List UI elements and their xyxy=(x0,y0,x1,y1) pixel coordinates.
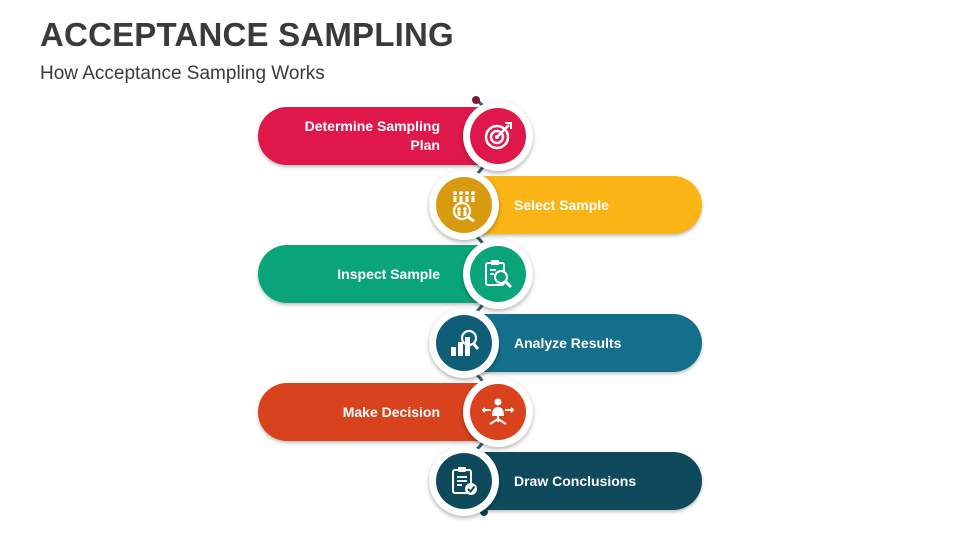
step-pill: Select Sample xyxy=(462,176,702,234)
step-badge xyxy=(429,446,499,516)
step-badge xyxy=(429,308,499,378)
step-badge xyxy=(429,170,499,240)
step-badge xyxy=(463,239,533,309)
step-badge xyxy=(463,377,533,447)
page-subtitle: How Acceptance Sampling Works xyxy=(40,63,325,84)
step-label: Select Sample xyxy=(514,196,609,213)
step-label: Make Decision xyxy=(342,403,440,420)
clipboard-magnifier-icon xyxy=(482,258,514,290)
page-title: ACCEPTANCE SAMPLING xyxy=(40,16,454,53)
step-pill: Make Decision xyxy=(258,383,498,441)
people-search-icon xyxy=(447,188,481,222)
target-icon xyxy=(482,120,514,152)
person-decision-icon xyxy=(482,396,514,428)
step-label: Draw Conclusions xyxy=(514,472,637,489)
step-pill: Analyze Results xyxy=(462,314,702,372)
step-label: Inspect Sample xyxy=(337,265,440,282)
step-pill: Determine Sampling Plan xyxy=(258,107,498,165)
step-badge xyxy=(463,101,533,171)
step-label: Determine Sampling Plan xyxy=(304,118,440,153)
step-pill: Inspect Sample xyxy=(258,245,498,303)
bar-chart-magnifier-icon xyxy=(448,327,480,359)
step-pill: Draw Conclusions xyxy=(462,452,702,510)
step-label: Analyze Results xyxy=(514,334,622,351)
checklist-icon xyxy=(448,465,480,497)
